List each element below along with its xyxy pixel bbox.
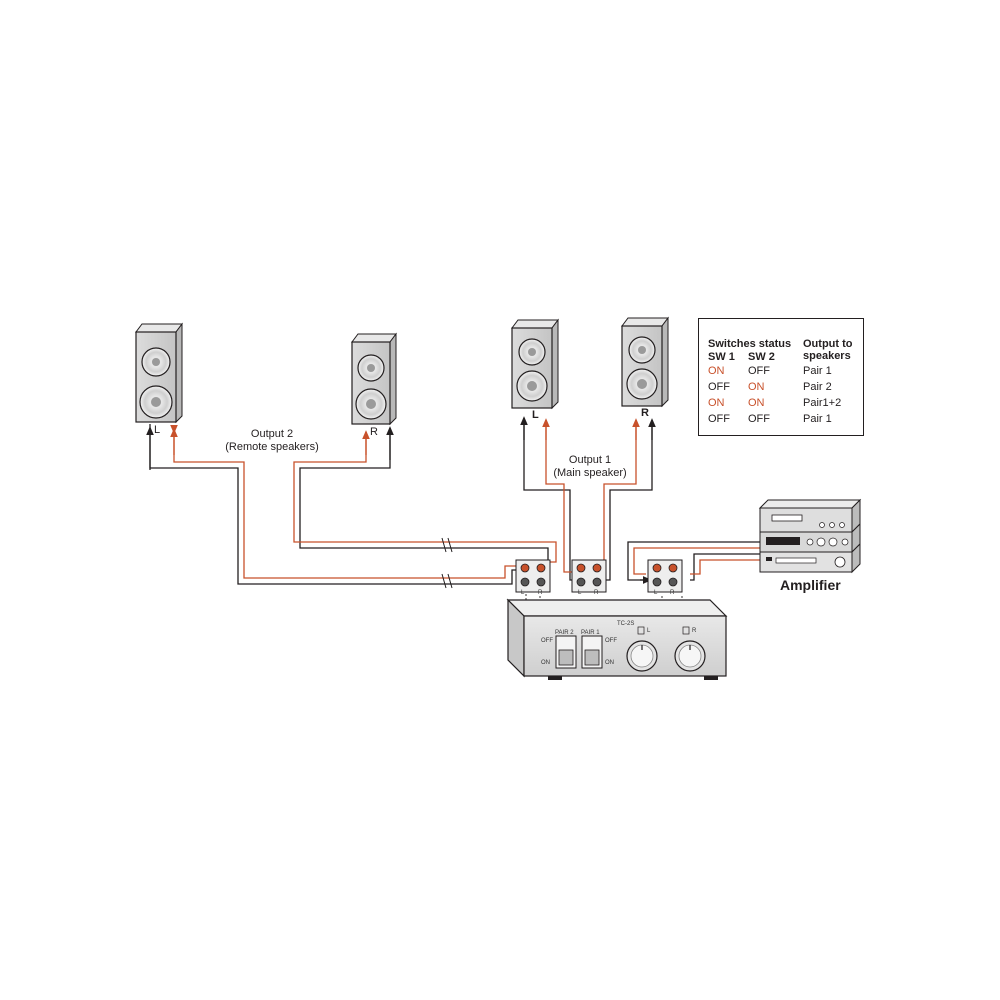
legend-row1-sw2: OFF — [748, 365, 770, 377]
switch-right-on-label: ON — [605, 660, 614, 666]
switch-status-legend: Switches status Output to speakers SW 1 … — [698, 318, 864, 436]
terminal-output2-r-label: R — [538, 590, 543, 596]
remote-speaker-left-label: L — [154, 424, 161, 436]
remote-speaker-right — [351, 332, 397, 426]
output1-caption-line2: (Main speaker) — [553, 467, 627, 479]
wire-amp-negative-2 — [690, 553, 760, 581]
legend-row1-output: Pair 1 — [803, 365, 832, 377]
output1-caption-line1: Output 1 — [568, 454, 612, 466]
switch-box — [506, 598, 728, 680]
main-speaker-right-label: R — [641, 407, 649, 419]
legend-row2-sw1: OFF — [708, 381, 730, 393]
remote-speaker-left — [135, 322, 183, 424]
terminal-input-l-label: L — [654, 590, 658, 596]
legend-header-output-line1: Output to — [803, 338, 853, 350]
knob-left-label: L — [647, 628, 651, 634]
legend-header-output-line2: speakers — [803, 350, 851, 362]
terminal-output1-r-label: R — [594, 590, 599, 596]
wires — [146, 416, 760, 611]
remote-speaker-right-label: R — [370, 426, 378, 438]
switch-box-model-label: TC-2S — [617, 621, 635, 627]
switch-left-off-label: OFF — [541, 638, 553, 644]
legend-col-sw1: SW 1 — [708, 351, 735, 363]
wire-remote-right-negative — [299, 428, 549, 567]
wire-amp-positive-2 — [690, 559, 760, 575]
legend-header-switches: Switches status — [708, 338, 792, 350]
terminal-output2-l-label: L — [521, 590, 525, 596]
terminal-block-output1 — [571, 559, 607, 593]
output2-caption-line2: (Remote speakers) — [225, 441, 319, 453]
main-speaker-left — [511, 318, 559, 410]
legend-row4-sw1: OFF — [708, 413, 730, 425]
terminal-block-output2 — [515, 559, 551, 593]
legend-row3-sw1: ON — [708, 397, 725, 409]
knob-right-label: R — [692, 628, 697, 634]
wire-main-right-negative — [602, 420, 653, 581]
main-speaker-left-label: L — [532, 409, 539, 421]
terminal-input-r-label: R — [670, 590, 675, 596]
legend-row1-sw1: ON — [708, 365, 725, 377]
switch-pair2-label: PAIR 2 — [555, 630, 574, 636]
wire-main-left-negative — [523, 418, 578, 581]
legend-row3-sw2: ON — [748, 397, 765, 409]
wire-remote-left-negative — [149, 424, 524, 585]
wire-main-right-positive — [598, 420, 637, 573]
main-speaker-right — [621, 316, 669, 408]
output2-caption: Output 2 (Remote speakers) — [212, 428, 332, 454]
legend-row2-sw2: ON — [748, 381, 765, 393]
output1-caption: Output 1 (Main speaker) — [540, 454, 640, 480]
wire-amp-positive — [633, 547, 760, 575]
legend-row4-output: Pair 1 — [803, 413, 832, 425]
switch-pair1-label: PAIR 1 — [581, 630, 600, 636]
amplifier-label: Amplifier — [780, 577, 841, 593]
legend-row3-output: Pair1+2 — [803, 397, 842, 409]
wire-remote-left-positive — [170, 424, 520, 579]
output2-caption-line1: Output 2 — [250, 428, 294, 440]
terminal-output1-l-label: L — [578, 590, 582, 596]
amplifier-stack — [758, 498, 862, 574]
switch-left-on-label: ON — [541, 660, 550, 666]
wire-main-left-positive — [545, 420, 576, 573]
terminal-block-input — [647, 559, 683, 593]
wire-remote-right-positive — [293, 432, 557, 563]
legend-row4-sw2: OFF — [748, 413, 770, 425]
legend-row2-output: Pair 2 — [803, 381, 832, 393]
legend-col-sw2: SW 2 — [748, 351, 775, 363]
cable-break-marks — [441, 537, 453, 589]
switch-right-off-label: OFF — [605, 638, 617, 644]
wire-amp-negative — [627, 541, 760, 581]
